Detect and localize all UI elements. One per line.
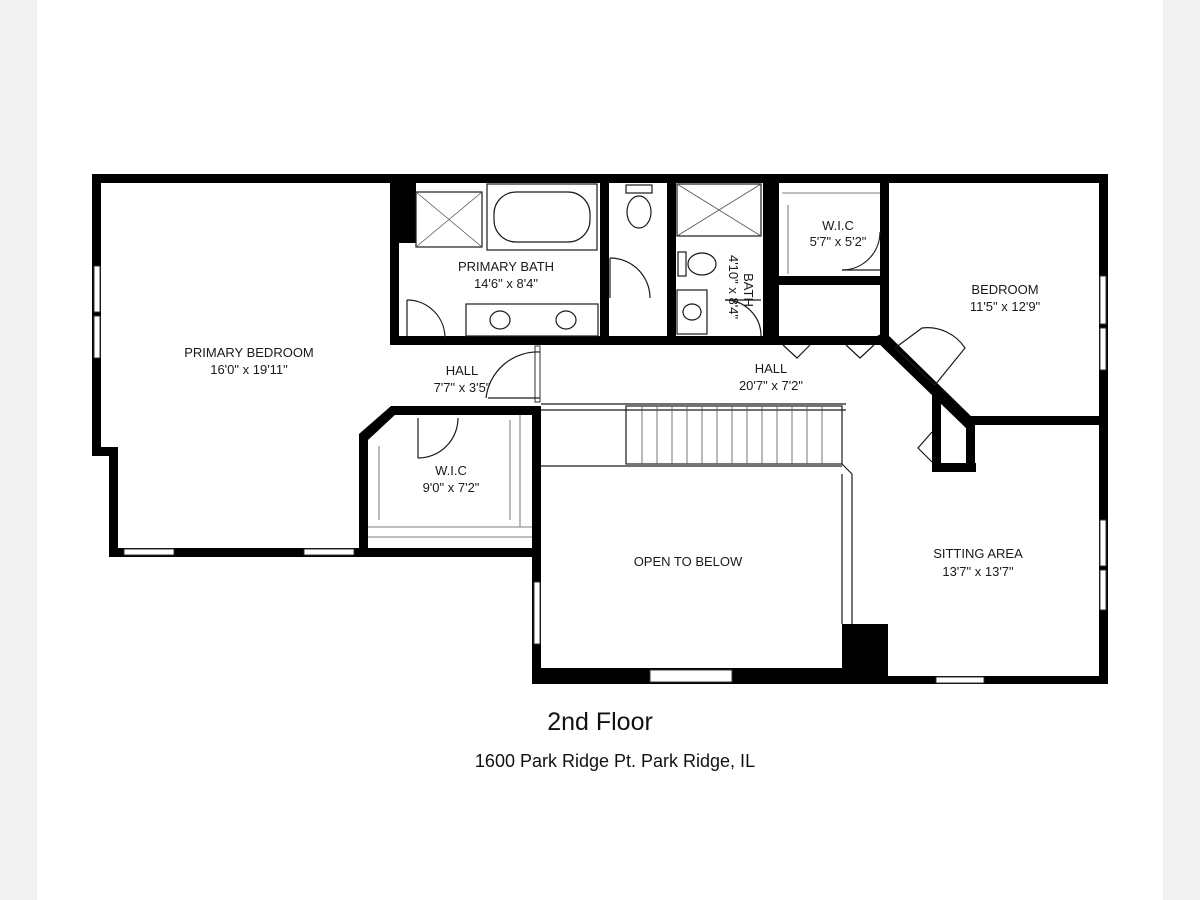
wic-large-name: W.I.C (435, 463, 467, 478)
windows (93, 265, 1107, 684)
primary-bedroom-name: PRIMARY BEDROOM (184, 345, 314, 360)
bedroom-dims: 11'5" x 12'9" (970, 299, 1041, 314)
wic-large-dims: 9'0" x 7'2" (423, 480, 480, 495)
hall-small-name: HALL (446, 363, 479, 378)
primary-bath-dims: 14'6" x 8'4" (474, 276, 538, 291)
bedroom-name: BEDROOM (971, 282, 1038, 297)
property-address: 1600 Park Ridge Pt. Park Ridge, IL (474, 751, 756, 771)
sitting-area-dims: 13'7" x 13'7" (942, 564, 1014, 579)
hall-large-name: HALL (755, 361, 788, 376)
primary-bath-name: PRIMARY BATH (458, 259, 554, 274)
bath-dims: 4'10" x 8'4" (726, 255, 741, 319)
hall-large-dims: 20'7" x 7'2" (739, 378, 803, 393)
hall-small-dims: 7'7" x 3'5" (434, 380, 491, 395)
doors (406, 231, 966, 463)
sitting-area-name: SITTING AREA (933, 546, 1023, 561)
stair-treads (641, 406, 823, 464)
floor-plan-sheet (37, 0, 1163, 900)
wic-small-name: W.I.C (822, 218, 854, 233)
bath-name: BATH (741, 273, 756, 307)
primary-bedroom-dims: 16'0" x 19'11" (210, 362, 288, 377)
walls (92, 174, 1108, 684)
floor-title: 2nd Floor (547, 708, 653, 736)
open-to-below-name: OPEN TO BELOW (634, 554, 743, 569)
fixtures (368, 183, 880, 624)
room-labels: PRIMARY BEDROOM 16'0" x 19'11" PRIMARY B… (184, 218, 1040, 579)
wic-small-dims: 5'7" x 5'2" (810, 234, 867, 249)
